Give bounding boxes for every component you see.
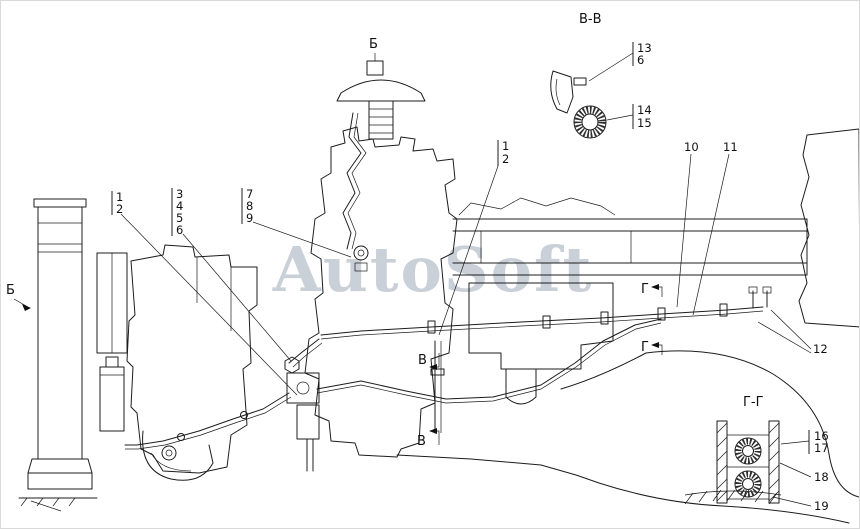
frame-rails	[452, 197, 808, 405]
callout-12: 12	[813, 342, 828, 356]
callout-18: 18	[814, 470, 829, 484]
callouts: 1 2 3 4 5 6 7 8 9 1 2 10 11 12 13 6	[111, 41, 829, 513]
fender-outline	[396, 350, 859, 524]
section-plane-marks: Б В-В Г-Г Б В В Г Г	[6, 12, 764, 449]
fuel-pipes	[124, 286, 772, 450]
left-view-b-label: Б	[6, 283, 15, 298]
section-bb-detail	[550, 70, 607, 139]
engine-block-outline	[126, 244, 258, 481]
section-gg-title: Г-Г	[743, 395, 764, 410]
center-assembly-outline	[284, 60, 458, 472]
callout-19: 19	[814, 499, 829, 513]
callout-3: 3	[176, 187, 183, 201]
callout-17: 17	[814, 441, 829, 455]
callout-5: 5	[176, 211, 183, 225]
plane-v-top-label: В	[418, 353, 427, 368]
section-bb-title: В-В	[579, 12, 602, 27]
left-stack-outline	[18, 198, 98, 512]
section-gg-detail	[716, 420, 780, 504]
callout-14: 14	[637, 103, 652, 117]
callout-15: 15	[637, 116, 652, 130]
callout-6: 6	[176, 223, 183, 237]
callout-1-left: 1	[116, 190, 123, 204]
callout-4: 4	[176, 199, 183, 213]
callout-2-left: 2	[116, 202, 123, 216]
watermark-text: AutoSoft	[272, 233, 594, 306]
callout-13: 13	[637, 41, 652, 55]
callout-1-top: 1	[502, 139, 509, 153]
radiator-and-filter	[96, 252, 128, 432]
callout-8: 8	[246, 199, 253, 213]
callout-9: 9	[246, 211, 253, 225]
callout-16: 16	[814, 429, 829, 443]
callout-6b: 6	[637, 53, 644, 67]
view-b-label: Б	[369, 37, 378, 52]
plane-v-bottom-label: В	[417, 434, 426, 449]
plane-g-bottom-label: Г	[641, 340, 649, 355]
callout-7: 7	[246, 187, 253, 201]
callout-10: 10	[684, 140, 699, 154]
plane-g-top-label: Г	[641, 282, 649, 297]
callout-11: 11	[723, 140, 738, 154]
rear-body-outline	[798, 128, 859, 328]
callout-2-top: 2	[502, 152, 509, 166]
